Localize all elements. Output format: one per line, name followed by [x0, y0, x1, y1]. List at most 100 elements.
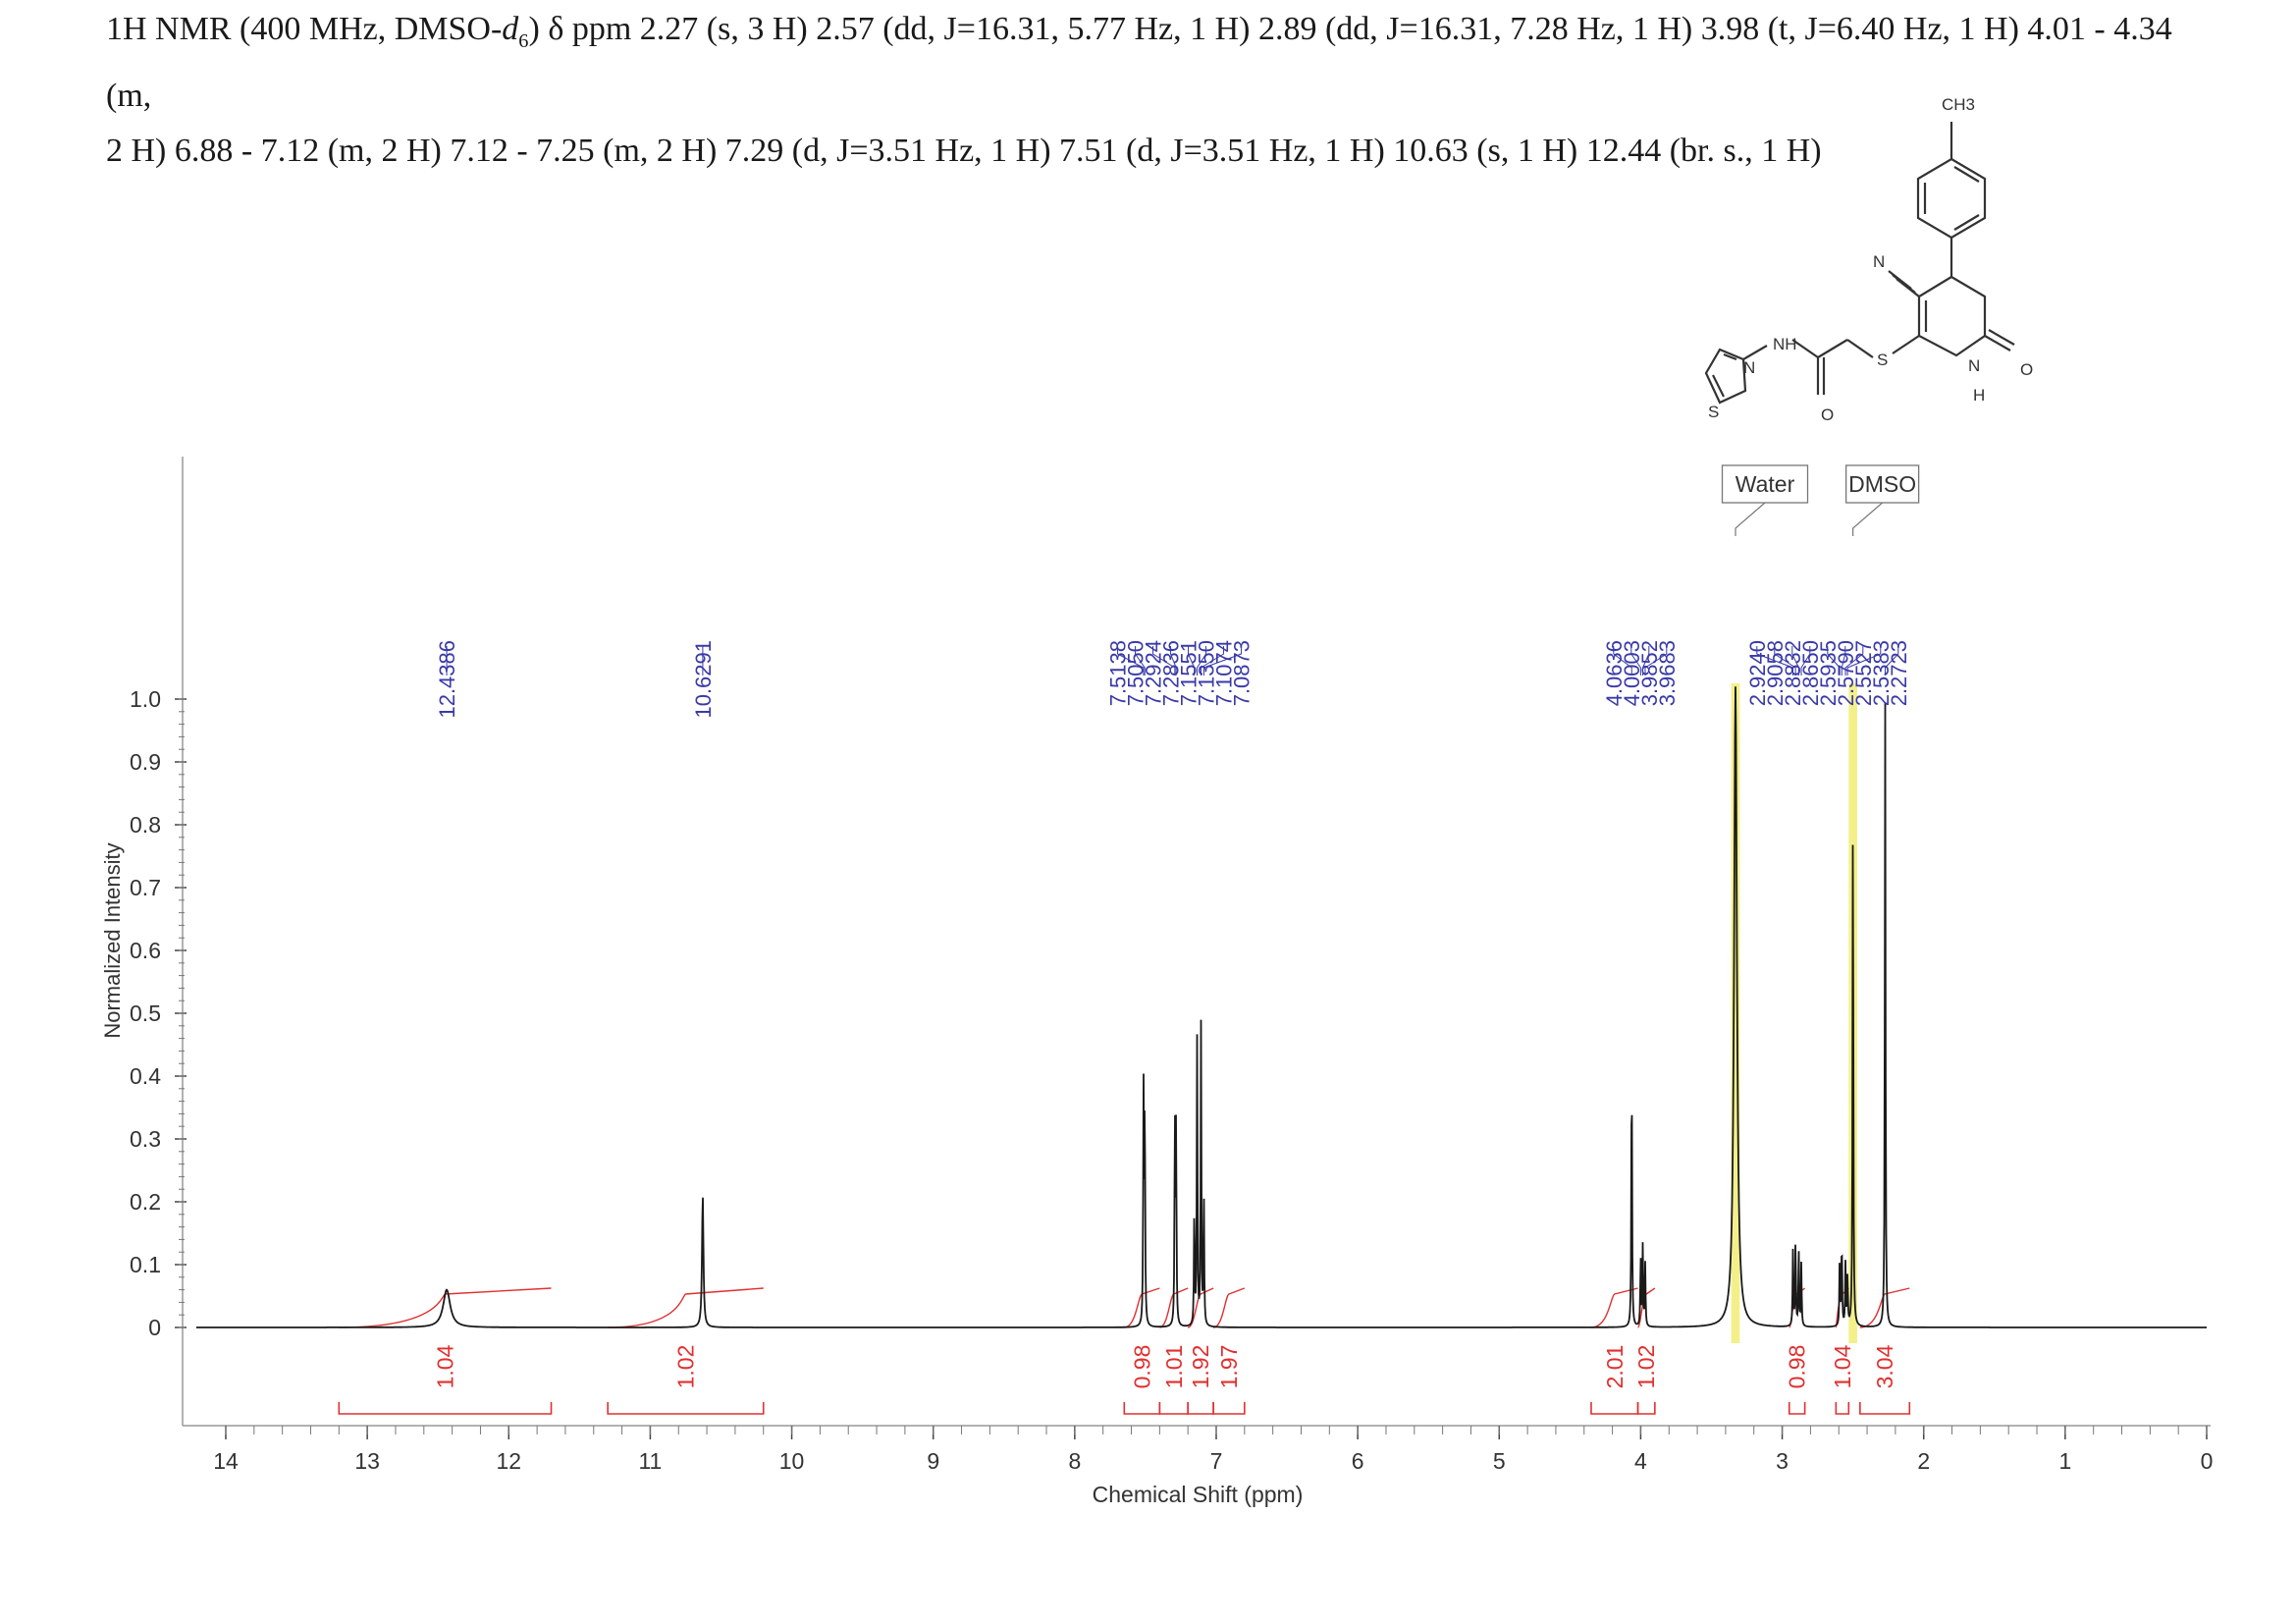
integral-curve [1590, 1287, 1638, 1328]
peak-label-connector [1884, 646, 1899, 676]
peak-label-connector [1197, 646, 1207, 676]
x-tick-label: 2 [1917, 1448, 1930, 1474]
x-tick-label: 3 [1776, 1448, 1789, 1474]
description-rest: ) δ ppm 2.27 (s, 3 H) 2.57 (dd, J=16.31,… [106, 11, 2172, 114]
amide-nh-bond [1791, 339, 1819, 358]
x-tick-label: 4 [1634, 1448, 1647, 1474]
y-tick-label: 0.8 [130, 812, 161, 838]
integral-value: 0.98 [1785, 1345, 1810, 1389]
integral-value: 2.01 [1602, 1345, 1628, 1389]
y-tick-label: 0.5 [130, 1001, 161, 1026]
carbonyl-bond-1 [1984, 335, 2011, 352]
x-tick-label: 1 [2058, 1448, 2071, 1474]
tolyl-ring-double-3 [1953, 214, 1980, 231]
peak-label-connector [1644, 646, 1668, 676]
integral-bracket [1212, 1402, 1246, 1415]
y-tick-label: 0.2 [130, 1189, 161, 1215]
structure-atom-label: O [1821, 406, 1834, 424]
peak-label-connector [1774, 646, 1796, 676]
thiazole-double-2 [1712, 374, 1725, 398]
solvent-label: DMSO [1848, 471, 1916, 497]
description-d: d [502, 11, 519, 47]
integral-bracket [1859, 1402, 1911, 1415]
peak-label-connector [1135, 646, 1146, 676]
integral-value: 1.04 [1830, 1344, 1855, 1388]
integral-bracket [607, 1402, 765, 1415]
peak-label-connector [1844, 646, 1864, 676]
y-tick-label: 1.0 [130, 686, 161, 712]
integral-value: 1.92 [1188, 1345, 1213, 1389]
solvent-highlight [1731, 683, 1740, 1343]
peak-label-connector [1791, 646, 1799, 676]
x-tick-label: 10 [779, 1448, 805, 1474]
integral-bracket [1158, 1402, 1189, 1415]
tolyl-ring-double-2 [1953, 166, 1980, 183]
peak-label-connector [1642, 646, 1650, 676]
structure-atom-label: N [1968, 356, 1980, 375]
integral-curve [608, 1287, 764, 1328]
structure-atom-label: NH [1773, 335, 1797, 353]
nmr-description-line2: 2 H) 6.88 - 7.12 (m, 2 H) 7.12 - 7.25 (m… [106, 132, 1822, 169]
integral-value: 1.97 [1216, 1345, 1242, 1389]
x-tick-label: 11 [638, 1448, 662, 1474]
x-tick-label: 13 [354, 1448, 380, 1474]
dihydropyridine-ring [1917, 276, 1987, 357]
solvent-connector [1852, 502, 1884, 536]
integral-bracket [1123, 1402, 1161, 1415]
y-tick-label: 0.6 [130, 938, 161, 963]
nmr-description-line1: 1H NMR (400 MHz, DMSO-d6) δ ppm 2.27 (s,… [106, 2, 2216, 124]
solvent-connector [1735, 502, 1766, 536]
integral-value: 3.04 [1872, 1344, 1897, 1388]
tolyl-ring [1916, 157, 1987, 240]
integral-value: 0.98 [1129, 1345, 1154, 1389]
solvent-label: Water [1735, 471, 1795, 497]
peak-label-connector [1630, 646, 1641, 676]
y-axis-title: Normalized Intensity [100, 842, 125, 1038]
x-tick-label: 12 [496, 1448, 521, 1474]
ch2-bond-2 [1817, 339, 1848, 358]
x-tick-label: 8 [1068, 1448, 1081, 1474]
peak-label-connector [1201, 646, 1225, 676]
x-tick-label: 9 [927, 1448, 939, 1474]
peak-label-connector [1117, 646, 1145, 676]
ch2-bond-1 [1846, 339, 1874, 358]
integral-value: 1.04 [432, 1344, 457, 1388]
structure-atom-label: S [1877, 351, 1888, 369]
nmr-description: 1H NMR (400 MHz, DMSO-d6) δ ppm 2.27 (s,… [106, 2, 2216, 179]
x-tick-label: 0 [2201, 1448, 2214, 1474]
integral-value: 1.02 [672, 1345, 698, 1389]
solvent-boxes: Water DMSO [1721, 464, 1920, 536]
integral-curve [1212, 1287, 1246, 1328]
x-tick-label: 5 [1493, 1448, 1506, 1474]
structure-atom-label: N [1743, 358, 1755, 377]
thioether-bond [1892, 335, 1920, 354]
y-tick-label: 0.3 [130, 1126, 161, 1152]
thiazole-double-1 [1723, 352, 1737, 361]
integral-value: 1.02 [1633, 1345, 1659, 1389]
integral-curve [1187, 1287, 1214, 1328]
peak-label-connector [1846, 646, 1882, 676]
structure-atom-label: N [1873, 252, 1885, 271]
thiazole-ring [1704, 348, 1747, 405]
structure-atom-label: H [1973, 386, 1985, 405]
integral-bracket [1788, 1402, 1806, 1415]
nitrile-bond-3 [1888, 270, 1912, 290]
peak-label-connector [1188, 646, 1196, 676]
peak-label-connector [1152, 646, 1176, 676]
peak-label-connector [1202, 646, 1243, 676]
peak-label-connector [1800, 646, 1811, 676]
y-tick-label: 0 [148, 1315, 161, 1340]
peak-label-connector [1613, 646, 1632, 676]
description-subscript: 6 [518, 29, 529, 52]
solvent-highlights [1731, 683, 1857, 1343]
integral-curve [1859, 1287, 1910, 1328]
integral-bracket [1636, 1402, 1656, 1415]
integral-value: 1.01 [1161, 1345, 1187, 1389]
peak-label-connector [1756, 646, 1794, 676]
y-tick-label: 0.7 [130, 875, 161, 900]
x-tick-label: 7 [1210, 1448, 1223, 1474]
